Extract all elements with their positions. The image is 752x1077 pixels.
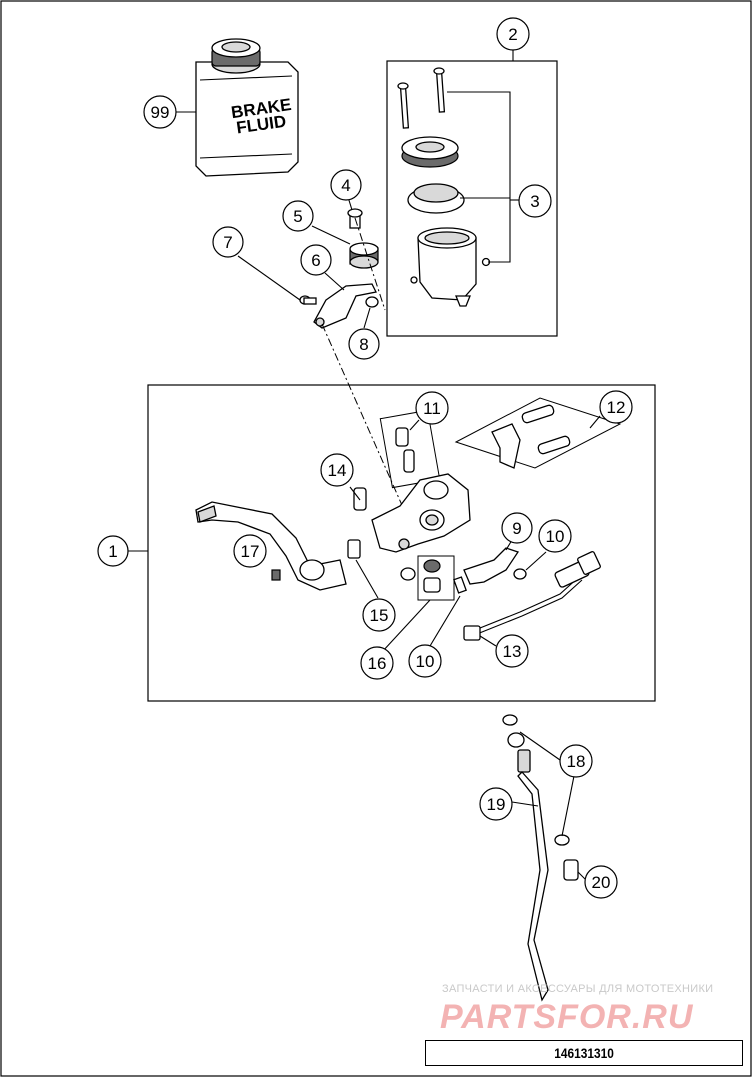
callout-20: 20: [584, 865, 618, 899]
svg-text:99: 99: [151, 103, 170, 122]
svg-text:15: 15: [370, 606, 389, 625]
brake-fluid-can: BRAKE FLUID: [195, 38, 299, 177]
callout-1: 1: [97, 535, 129, 567]
callout-7: 7: [212, 226, 244, 258]
callout-10-upper: 10: [538, 519, 572, 553]
svg-text:16: 16: [368, 654, 387, 673]
svg-text:1: 1: [108, 542, 117, 561]
svg-text:4: 4: [341, 176, 350, 195]
callout-6: 6: [300, 244, 332, 276]
callout-17: 17: [233, 534, 267, 568]
svg-text:10: 10: [546, 527, 565, 546]
svg-text:14: 14: [328, 461, 347, 480]
callout-8: 8: [348, 328, 380, 360]
svg-text:7: 7: [223, 233, 232, 252]
diagram-code-box: 146131310: [425, 1040, 743, 1066]
callout-12: 12: [599, 390, 633, 424]
callout-18: 18: [559, 744, 593, 778]
svg-text:10: 10: [416, 652, 435, 671]
svg-text:6: 6: [311, 251, 320, 270]
svg-text:17: 17: [241, 542, 260, 561]
svg-text:2: 2: [508, 25, 517, 44]
callout-14: 14: [320, 453, 354, 487]
diagram-code: 146131310: [554, 1045, 614, 1061]
master-cylinder-assembly-box: [147, 384, 656, 702]
svg-text:19: 19: [487, 795, 506, 814]
svg-text:18: 18: [567, 752, 586, 771]
svg-text:8: 8: [359, 335, 368, 354]
svg-text:20: 20: [592, 873, 611, 892]
reservoir-kit-box: [386, 60, 558, 337]
callout-16: 16: [360, 646, 394, 680]
watermark-logo: PARTSFOR.RU: [440, 998, 694, 1036]
callout-4: 4: [330, 169, 362, 201]
watermark-tagline: ЗАПЧАСТИ И АКСЕССУАРЫ ДЛЯ МОТОТЕХНИКИ: [442, 983, 714, 995]
svg-text:5: 5: [293, 207, 302, 226]
callout-10-lower: 10: [408, 644, 442, 678]
reservoir-parts: [397, 67, 520, 307]
svg-text:11: 11: [423, 399, 441, 418]
callout-2: 2: [496, 17, 530, 51]
callout-9: 9: [501, 512, 533, 544]
callout-15: 15: [362, 598, 396, 632]
callout-11: 11: [415, 391, 449, 425]
svg-text:3: 3: [530, 192, 539, 211]
callout-3: 3: [518, 184, 552, 218]
leader-lines: [128, 50, 601, 881]
svg-text:13: 13: [503, 642, 522, 661]
svg-text:12: 12: [607, 398, 626, 417]
callout-19: 19: [479, 787, 513, 821]
brake-hose-parts: [502, 714, 579, 1002]
master-cylinder-parts: [195, 397, 622, 641]
callout-99: 99: [143, 95, 177, 129]
callout-5: 5: [282, 200, 314, 232]
svg-text:9: 9: [512, 519, 521, 538]
callout-13: 13: [495, 634, 529, 668]
